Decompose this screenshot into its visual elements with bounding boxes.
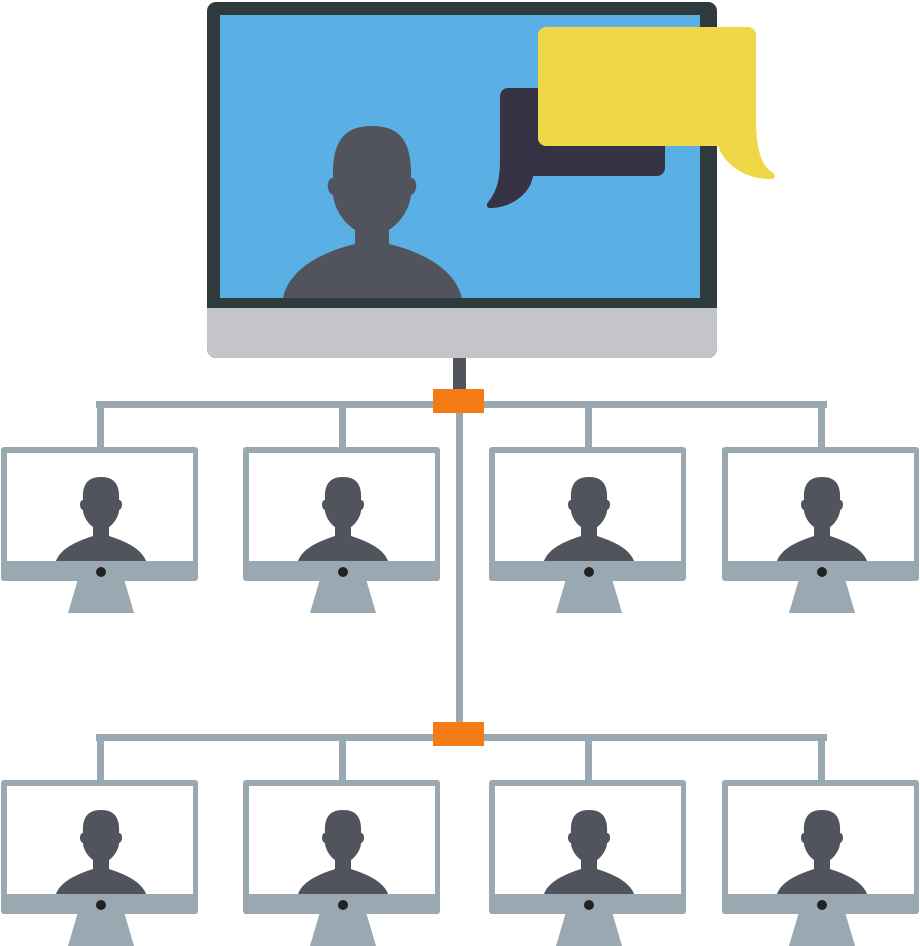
drop-line xyxy=(818,404,825,448)
presenter-stem xyxy=(453,356,466,392)
person-silhouette-icon xyxy=(298,477,388,561)
drop-line xyxy=(585,737,592,781)
client-monitor-icon xyxy=(722,780,919,946)
person-silhouette-icon xyxy=(777,810,867,894)
client-monitor-icon xyxy=(243,447,440,613)
drop-line xyxy=(97,404,104,448)
network-hub-icon xyxy=(433,722,484,746)
client-monitor-icon xyxy=(489,780,686,946)
drop-line xyxy=(585,404,592,448)
monitor-stand xyxy=(310,912,376,946)
camera-dot xyxy=(338,567,348,577)
camera-dot xyxy=(96,900,106,910)
drop-line xyxy=(339,404,346,448)
camera-dot xyxy=(96,567,106,577)
presenter-chin xyxy=(207,308,717,358)
client-monitor-icon xyxy=(722,447,919,613)
drop-line xyxy=(818,737,825,781)
monitor-stand xyxy=(789,912,855,946)
person-silhouette-icon xyxy=(544,810,634,894)
camera-dot xyxy=(584,567,594,577)
person-silhouette-icon xyxy=(298,810,388,894)
monitor-stand xyxy=(68,579,134,613)
person-silhouette-icon xyxy=(777,477,867,561)
presenter-person-icon xyxy=(283,126,462,298)
speech-bubble-icon xyxy=(538,27,775,179)
camera-dot xyxy=(584,900,594,910)
camera-dot xyxy=(817,900,827,910)
person-silhouette-icon xyxy=(56,477,146,561)
hubs xyxy=(433,389,484,746)
client-monitors xyxy=(1,447,919,946)
camera-dot xyxy=(338,900,348,910)
trunk-line xyxy=(456,360,463,740)
camera-dot xyxy=(817,567,827,577)
client-monitor-icon xyxy=(243,780,440,946)
person-silhouette-icon xyxy=(56,810,146,894)
client-monitor-icon xyxy=(1,447,198,613)
person-silhouette-icon xyxy=(544,477,634,561)
network-hub-icon xyxy=(433,389,484,413)
monitor-stand xyxy=(556,579,622,613)
monitor-stand xyxy=(789,579,855,613)
monitor-stand xyxy=(310,579,376,613)
client-monitor-icon xyxy=(489,447,686,613)
drop-line xyxy=(97,737,104,781)
monitor-stand xyxy=(68,912,134,946)
presenter-monitor-icon xyxy=(207,2,775,392)
network-connectors xyxy=(96,360,827,781)
monitor-stand xyxy=(556,912,622,946)
drop-line xyxy=(339,737,346,781)
client-monitor-icon xyxy=(1,780,198,946)
